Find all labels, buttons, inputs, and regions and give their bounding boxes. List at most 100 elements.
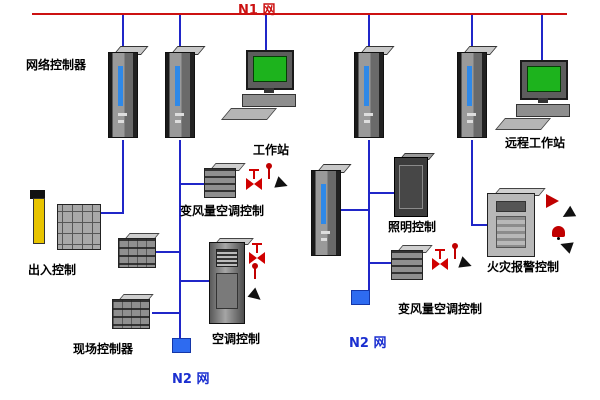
vav-control-left-label: 变风量空调控制 [180, 204, 265, 218]
valve-actuator-icon [432, 249, 448, 270]
sensor-icon [266, 163, 272, 179]
bus-line [179, 140, 181, 338]
tower-slot [175, 66, 180, 106]
server-tower-icon [108, 46, 149, 138]
flow-arrow-icon [247, 287, 265, 305]
tower-led [467, 113, 476, 116]
keypad-icon [57, 204, 101, 250]
tower-led [175, 120, 181, 123]
monitor-icon [246, 50, 294, 90]
flow-arrow-icon [559, 205, 577, 223]
tower-led [321, 231, 330, 234]
vav-control-right-label: 变风量空调控制 [398, 302, 483, 316]
reader-top [30, 190, 45, 199]
monitor-stand [264, 88, 274, 93]
field-controller-icon [112, 294, 154, 334]
cabinet-panel [496, 216, 526, 248]
rack-front [204, 168, 236, 198]
network-node-icon [172, 338, 191, 353]
lighting-control-label: 照明控制 [388, 220, 437, 234]
valve-actuator-icon [249, 243, 265, 264]
access-control-icon [28, 190, 104, 252]
connector-line [98, 212, 124, 214]
flow-arrow-icon [274, 176, 290, 192]
remote-workstation-icon [494, 60, 574, 130]
server-tower-icon [457, 46, 498, 138]
tower-led [118, 120, 124, 123]
tower-slot [467, 66, 472, 106]
access-control-label: 出入控制 [28, 263, 77, 277]
n2-right-label: N2 网 [349, 336, 387, 351]
drop-line [471, 15, 473, 48]
tower-led [175, 113, 184, 116]
monitor-stand [538, 98, 548, 103]
cabinet-front [394, 157, 428, 217]
cabinet-front [487, 193, 535, 257]
field-controller-label: 现场控制器 [73, 342, 134, 356]
tower-slot [364, 66, 369, 106]
tower-led [364, 120, 370, 123]
cabinet-display [496, 201, 526, 212]
drop-line [541, 15, 543, 61]
tower-front [108, 52, 138, 138]
screen [253, 56, 287, 82]
network-node-icon [351, 290, 370, 305]
computer-case-icon [242, 94, 296, 107]
rack-front [391, 250, 423, 280]
connector-line [471, 224, 489, 226]
alarm-horn-icon [546, 194, 559, 208]
sensor-icon [452, 243, 458, 259]
sensor-icon [252, 263, 258, 279]
connector-line [122, 140, 124, 212]
field-controller-icon [118, 233, 160, 273]
network-controller-label: 网络控制器 [26, 58, 87, 72]
screen [527, 66, 561, 92]
tower-led [118, 113, 127, 116]
tower-led [467, 120, 473, 123]
tower-front [311, 170, 341, 256]
tower-front [354, 52, 384, 138]
monitor-icon [520, 60, 568, 100]
tower-front [457, 52, 487, 138]
bus-line [368, 140, 370, 290]
tower-led [364, 113, 373, 116]
connector-line [341, 209, 368, 211]
drop-line [122, 15, 124, 48]
n1-trunk-line [32, 13, 567, 15]
connector-line [471, 140, 473, 224]
connector-line [370, 262, 391, 264]
lighting-control-icon [394, 153, 435, 217]
ac-control-cabinet-icon [209, 238, 254, 326]
workstation-label: 工作站 [253, 143, 290, 157]
tower-slot [321, 184, 326, 224]
access-reader-icon [33, 198, 45, 244]
server-tower-icon [354, 46, 395, 138]
n2-left-label: N2 网 [172, 372, 210, 387]
computer-case-icon [516, 104, 570, 117]
server-tower-icon [311, 164, 352, 256]
alarm-bell-icon [552, 226, 565, 240]
tower-led [321, 238, 327, 241]
fire-alarm-cabinet-icon [487, 188, 546, 258]
cabinet-front [209, 242, 245, 324]
cabinet-panel [216, 273, 238, 309]
cabinet-panel [399, 165, 423, 209]
flow-arrow-icon [458, 256, 474, 272]
ac-control-label: 空调控制 [212, 332, 261, 346]
tower-front [165, 52, 195, 138]
tower-slot [118, 66, 123, 106]
fire-alarm-control-label: 火灾报警控制 [487, 260, 560, 274]
rack-front [118, 238, 156, 268]
connector-line [154, 251, 179, 253]
drop-line [368, 15, 370, 48]
vav-controller-icon [391, 245, 433, 285]
drop-line [265, 15, 267, 52]
vav-controller-icon [204, 163, 246, 203]
flow-arrow-icon [558, 238, 574, 254]
n1-network-label: N1 网 [238, 3, 276, 18]
connector-line [181, 183, 205, 185]
drop-line [179, 15, 181, 48]
remote-workstation-label: 远程工作站 [505, 136, 566, 150]
cabinet-grill [216, 249, 238, 267]
